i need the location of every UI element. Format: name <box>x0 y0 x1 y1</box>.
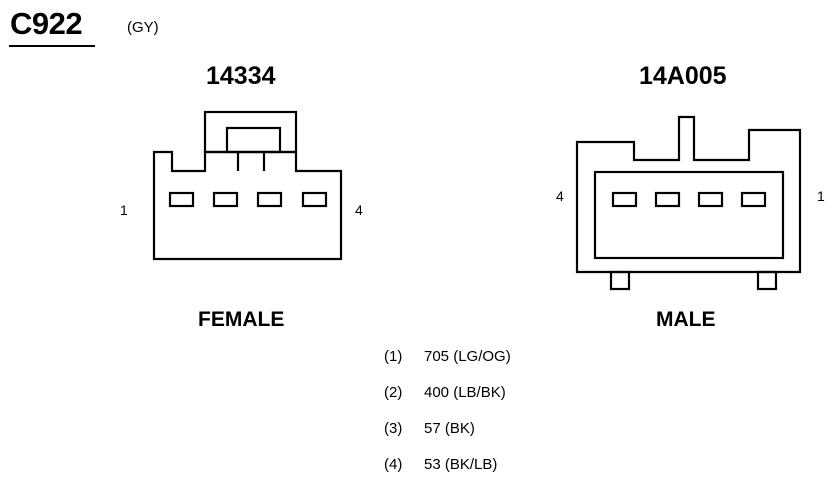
male-pin-label-left: 4 <box>556 188 564 204</box>
female-pin-cavity <box>168 191 195 208</box>
female-connector-face <box>152 110 343 261</box>
male-connector-body <box>575 115 802 274</box>
female-pin-cavity <box>301 191 328 208</box>
male-gender-label: MALE <box>656 308 716 331</box>
pinout-circuit: 53 (BK/LB) <box>424 456 498 473</box>
connector-id-underline <box>9 45 95 47</box>
female-part-number: 14334 <box>206 62 276 90</box>
pinout-row: (1) 705 (LG/OG) <box>384 348 511 365</box>
male-pin-cavity <box>740 191 767 208</box>
male-connector-face <box>575 115 802 291</box>
female-pin-cavity <box>256 191 283 208</box>
female-gender-label: FEMALE <box>198 308 285 331</box>
connector-id: C922 <box>10 6 83 41</box>
connector-color-code: (GY) <box>127 19 159 36</box>
pinout-circuit: 57 (BK) <box>424 420 475 437</box>
pinout-circuit: 705 (LG/OG) <box>424 348 511 365</box>
male-pin-cavity <box>654 191 681 208</box>
pinout-circuit: 400 (LB/BK) <box>424 384 506 401</box>
male-mount-foot <box>609 270 631 291</box>
male-pin-label-right: 1 <box>817 188 825 204</box>
female-latch-housing <box>203 110 298 154</box>
male-connector-shroud <box>593 170 785 260</box>
pinout-row: (3) 57 (BK) <box>384 420 475 437</box>
pinout-row: (4) 53 (BK/LB) <box>384 456 497 473</box>
pinout-pin-number: (1) <box>384 348 403 365</box>
female-connector-body <box>152 150 343 261</box>
female-pin-label-left: 1 <box>120 202 128 218</box>
pinout-pin-number: (4) <box>384 456 403 473</box>
female-pin-label-right: 4 <box>355 202 363 218</box>
male-part-number: 14A005 <box>639 62 727 90</box>
male-mount-foot <box>756 270 778 291</box>
pinout-pin-number: (3) <box>384 420 403 437</box>
female-pin-cavity <box>212 191 239 208</box>
male-pin-cavity <box>697 191 724 208</box>
pinout-row: (2) 400 (LB/BK) <box>384 384 506 401</box>
pinout-pin-number: (2) <box>384 384 403 401</box>
male-pin-cavity <box>611 191 638 208</box>
female-latch-inner <box>225 126 282 154</box>
